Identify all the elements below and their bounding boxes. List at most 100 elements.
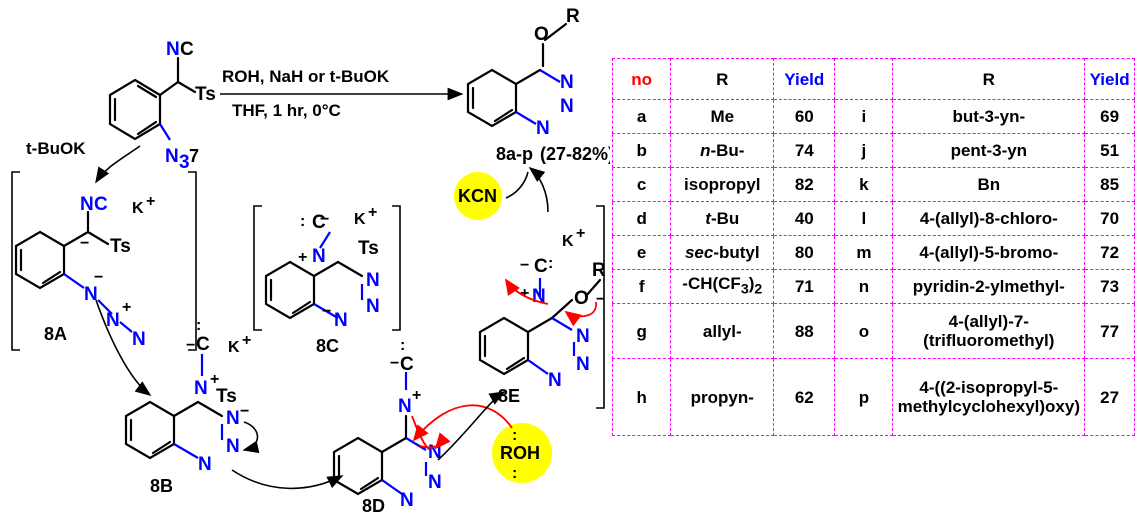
row-no: o [834,303,894,359]
azide-n: N [165,146,179,167]
8C-isocyanide-n: N [312,246,326,267]
8B-k-label: K [228,339,240,356]
8E-isocyanide-c: C [534,256,548,277]
row-r: 4-((2-isopropyl-5-methylcyclohexyl)oxy) [892,358,1086,436]
roh-lone-pair-top: : [512,427,517,444]
label-8B: 8B [150,476,173,496]
isocyanide-n: N [166,39,180,60]
8E-k-plus: + [576,225,585,242]
header-no-2 [834,58,894,100]
header-no: no [611,58,672,100]
8A-nc-n: N [80,194,94,215]
8E-isocyanide-n: N [532,286,546,307]
row-yield: 40 [773,201,836,236]
row-r-italic-sec: sec [684,243,714,262]
row-yield: 77 [1084,303,1135,359]
row-r: isopropyl [670,167,775,202]
row-yield: 80 [773,235,836,270]
yield-table: no R Yield R Yield a Me 60 i but-3-yn- 6… [611,58,1135,436]
row-yield: 85 [1084,167,1135,202]
header-r-2: R [892,58,1086,100]
row-r: -CH(CF3)2 [670,269,775,304]
8E-n2: N [576,354,590,375]
row-yield: 51 [1084,133,1135,168]
header-yield-2: Yield [1084,58,1135,100]
base-label: t-BuOK [26,139,86,158]
label-8E: 8E [498,386,520,406]
8D-c-minus: − [390,355,399,372]
row-r: pent-3-yn [892,133,1086,168]
row-yield: 60 [773,99,836,134]
8C-isocyanide-c: C [312,212,326,233]
intermediate-8D: N + C − : N N N 8D [332,337,442,515]
row-no: b [611,133,672,168]
table-row: e sec-butyl 80 m 4-(allyl)-5-bromo- 72 [611,235,1135,270]
8A-carbanion: − [80,235,89,252]
8E-n3: N [576,326,590,347]
row-yield: 72 [1084,235,1135,270]
8B-lone-pair: : [196,317,201,334]
row-no: j [834,133,894,168]
table-row: d t-Bu 40 l 4-(allyl)-8-chloro- 70 [611,201,1135,236]
arrow-8D-8E [437,391,506,461]
reaction-scheme: N C Ts N 3 7 ROH, NaH or t-BuOK THF, 1 h… [11,6,610,515]
row-yield: 71 [773,269,836,304]
8D-isocyanide-c: C [400,354,414,375]
kcn-release-arrow [505,171,529,199]
bracket-8E-right [596,205,605,409]
row-no: l [834,201,894,236]
row-no: a [611,99,672,134]
8C-n2: N [366,296,380,317]
8E-cn-leaving-arrow [505,278,549,305]
product-n1: N [536,118,550,139]
8C-k-label: K [354,211,366,228]
8E-r: R [592,260,606,281]
row-no: e [611,235,672,270]
azide-subscript: 3 [179,152,190,173]
8A-n3: N [132,329,146,350]
row-yield: 74 [773,133,836,168]
table-row: g allyl- 88 o 4-(allyl)-7-(trifluorometh… [611,303,1135,359]
row-r-italic-n: n [700,141,711,160]
bracket-8A-left [11,171,20,351]
bracket-8A-right [188,171,197,351]
8B-isocyanide-n: N [194,378,208,399]
8C-n-minus: − [322,303,331,320]
8B-leaving-arrow [242,421,260,454]
byproduct-kcn: KCN [454,172,502,220]
row-no: i [834,99,894,134]
row-no: d [611,201,672,236]
table-row: f -CH(CF3)2 71 n pyridin-2-ylmethyl- 73 [611,269,1135,304]
nucleophile-roh: ROH : : [492,423,552,483]
8B-n2: N [226,436,240,457]
row-r: 4-(allyl)-5-bromo- [892,235,1086,270]
8B-n3: N [226,408,240,429]
intermediate-8E: O R N + C − : K + − N N N 8E [478,225,606,406]
row-no: p [834,358,894,436]
row-yield: 88 [773,303,836,359]
row-r: allyl- [670,303,775,359]
8A-n-plus: + [122,299,131,316]
8C-n3: N [366,270,380,291]
8C-lone-pair: : [300,213,305,230]
header-r: R [670,58,775,100]
8A-n-minus: − [94,269,103,286]
arrow-8A-8B [95,299,152,396]
tosyl-label: Ts [195,84,216,105]
arrow-8B-8D [231,469,344,490]
row-no: k [834,167,894,202]
row-r: propyn- [670,358,775,436]
roh-label: ROH [500,443,540,463]
8D-n2: N [428,472,442,493]
8E-o-minus: − [596,291,605,308]
8B-ts: Ts [216,386,237,407]
8B-k-plus: + [242,332,251,349]
8C-ts: Ts [358,238,379,259]
8A-k-plus: + [146,193,155,210]
8D-isocyanide-n: N [398,396,412,417]
8D-n-plus: + [412,387,421,404]
8B-n-minus: − [240,403,249,420]
8C-n-plus: + [298,249,307,266]
kcn-label: KCN [458,186,497,206]
row-r: 4-(allyl)-8-chloro- [892,201,1086,236]
